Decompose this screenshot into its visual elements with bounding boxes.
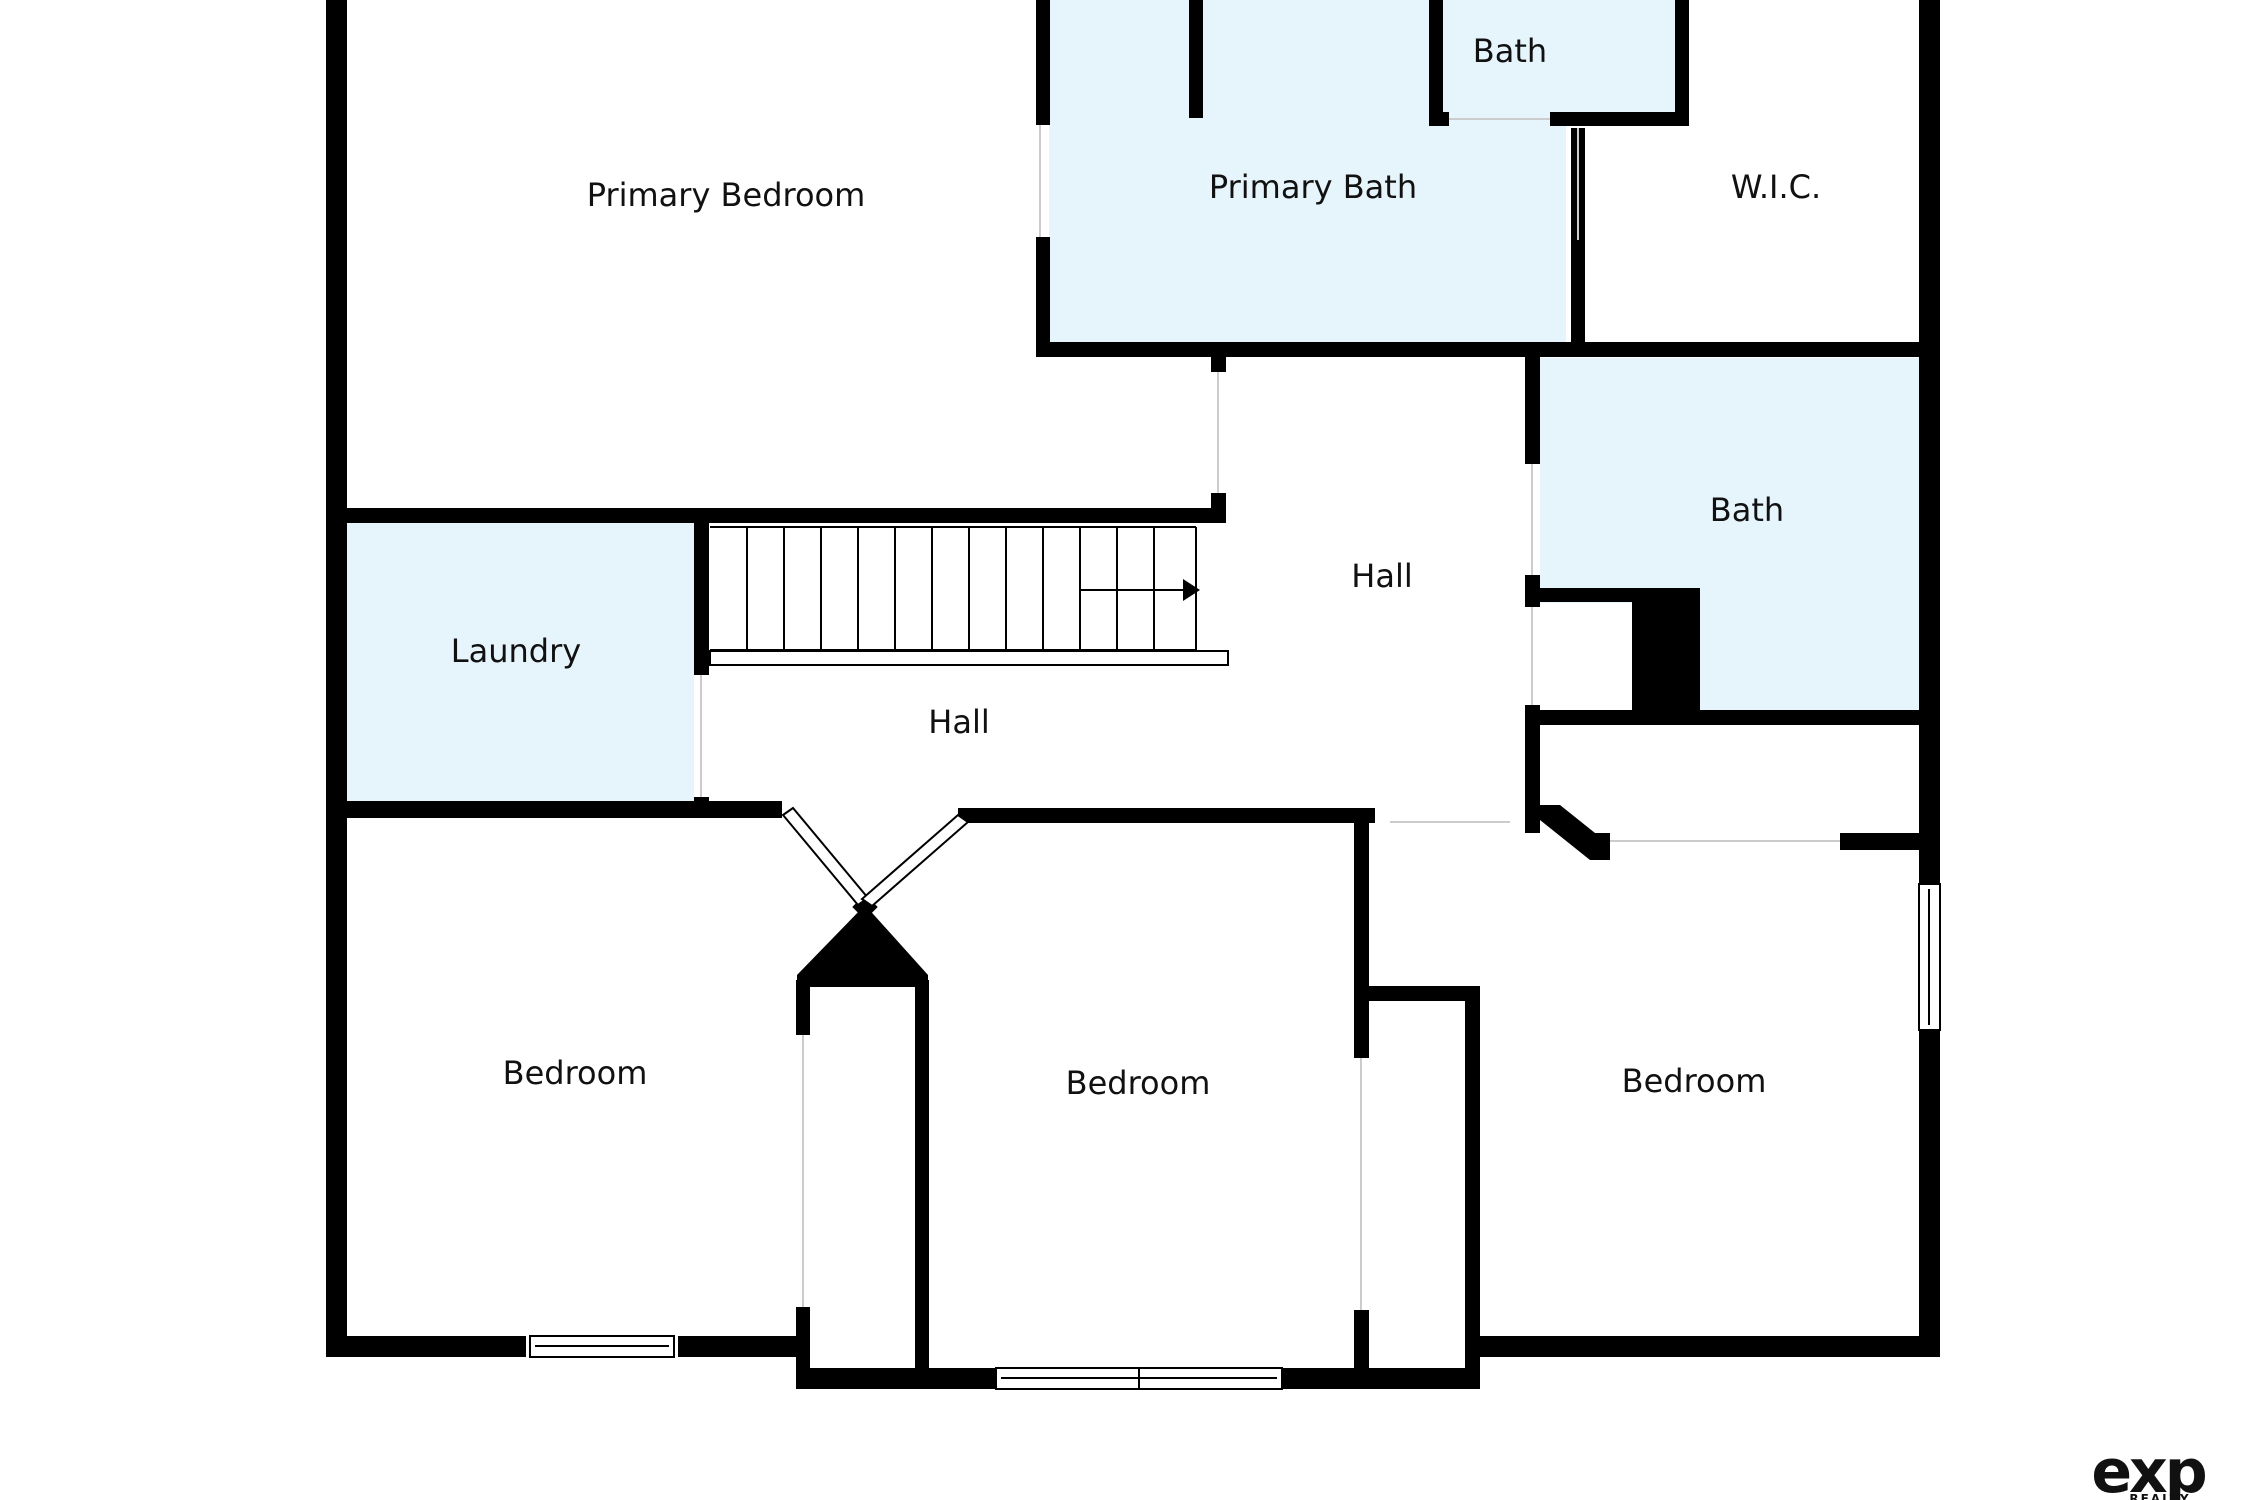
label-bedroom-left: Bedroom <box>503 1054 648 1092</box>
exp-realty-logo: exp REALTY <box>2091 1437 2208 1500</box>
bath-top-fill <box>1440 0 1675 112</box>
door-openings <box>700 118 1840 1310</box>
label-hall-center: Hall <box>928 703 989 741</box>
label-primary-bedroom: Primary Bedroom <box>587 176 866 214</box>
label-bedroom-middle: Bedroom <box>1066 1064 1211 1102</box>
room-fills <box>347 0 1920 801</box>
label-primary-bath: Primary Bath <box>1209 168 1417 206</box>
bath-right-closet <box>1540 603 1632 711</box>
label-laundry: Laundry <box>451 632 581 670</box>
laundry-fill <box>347 523 694 801</box>
label-bath-right: Bath <box>1710 491 1784 529</box>
label-wic: W.I.C. <box>1731 168 1821 206</box>
label-hall-upper: Hall <box>1351 557 1412 595</box>
angled-doors <box>781 806 970 908</box>
walls <box>326 0 1940 1389</box>
label-bedroom-right: Bedroom <box>1622 1062 1767 1100</box>
label-bath-top: Bath <box>1473 32 1547 70</box>
logo-sub: REALTY <box>2129 1492 2190 1500</box>
windows <box>529 883 1941 1390</box>
stair-arrow-icon <box>1183 579 1200 601</box>
logo-brand: exp <box>2091 1437 2205 1500</box>
staircase <box>709 526 1229 666</box>
room-labels: Primary Bedroom Primary Bath Bath W.I.C.… <box>451 32 1821 1102</box>
